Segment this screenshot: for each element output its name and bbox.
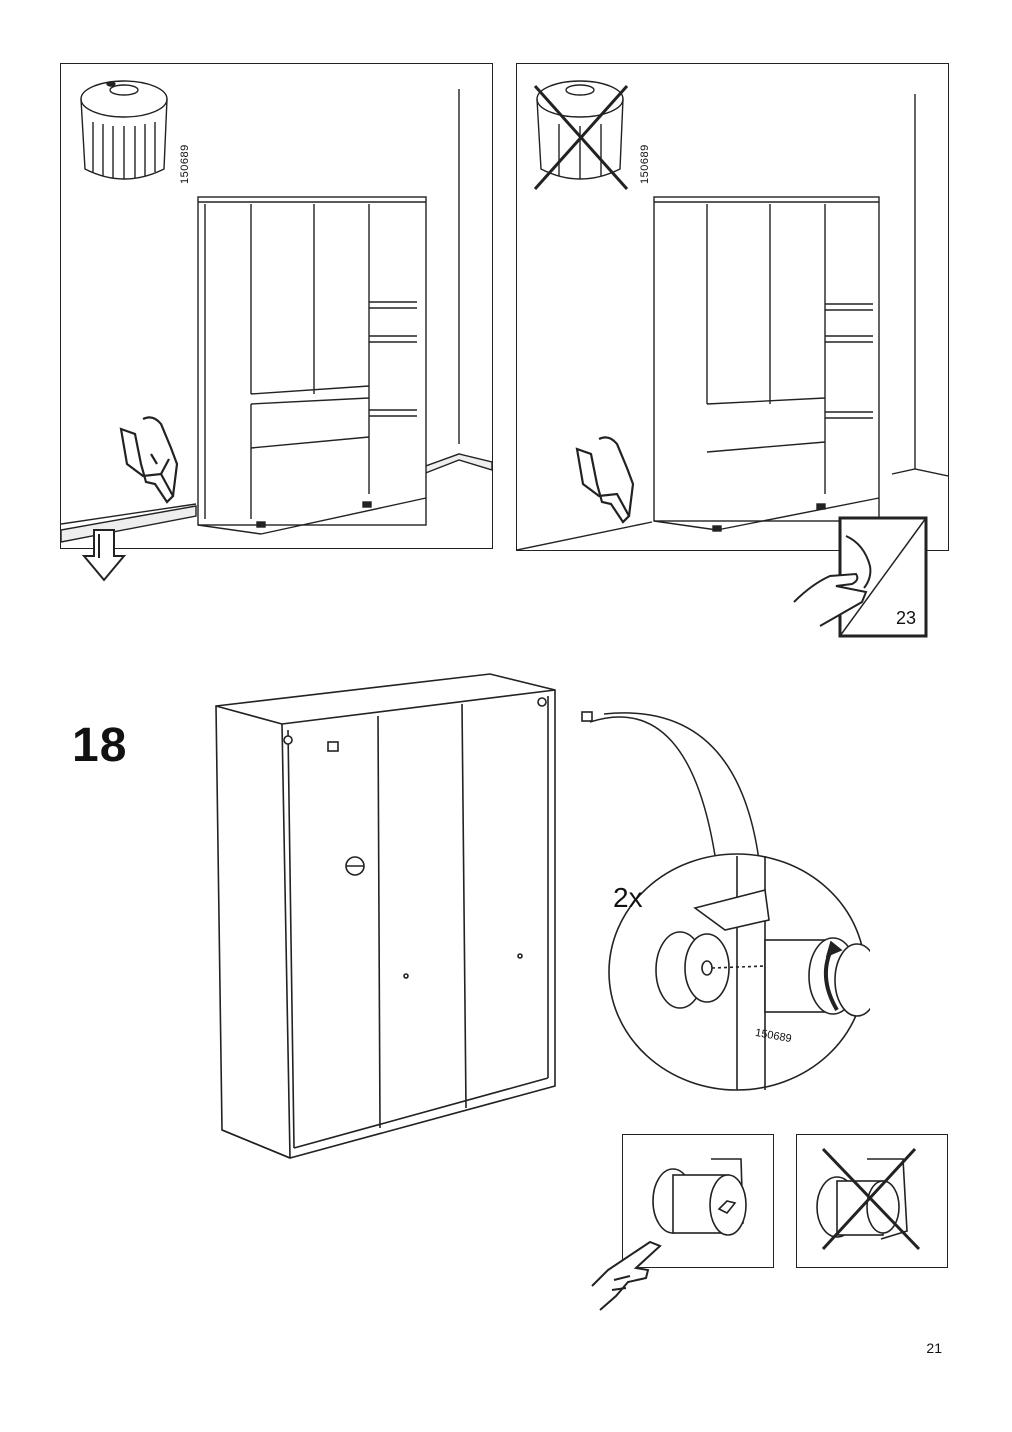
callout-line	[590, 712, 761, 869]
part-quantity: 2x	[613, 882, 643, 913]
back-panel-screws	[283, 697, 547, 979]
pointing-hand-icon	[591, 1240, 662, 1311]
foot-attach-detail: 2x 150689	[605, 850, 880, 1095]
foot-part-number: 150689	[639, 144, 651, 184]
cabinet-illustration	[197, 196, 427, 535]
step-number: 18	[72, 719, 128, 772]
page-turn-icon: 23	[790, 516, 930, 640]
incorrect-result-box	[796, 1134, 948, 1268]
cross-icon	[821, 1147, 921, 1251]
small-foot-part	[327, 711, 593, 752]
panel-incorrect-install: 150689	[516, 63, 949, 551]
panel-correct-drawing	[61, 80, 492, 543]
panel-correct-install: 150689	[60, 63, 493, 549]
foot-part-icon	[80, 80, 168, 180]
cabinet-illustration	[653, 196, 880, 532]
foot-part-icon	[536, 80, 624, 180]
pressing-hand-icon	[575, 436, 635, 524]
reference-page-number: 23	[896, 608, 917, 628]
page-number: 21	[926, 1340, 942, 1356]
cabinet-back-view	[215, 673, 593, 1159]
foot-part-number: 150689	[179, 144, 191, 184]
pressing-hand-icon	[119, 416, 179, 504]
cross-icon	[533, 85, 629, 190]
down-arrow-icon	[81, 529, 127, 582]
panel-incorrect-drawing	[517, 80, 948, 550]
